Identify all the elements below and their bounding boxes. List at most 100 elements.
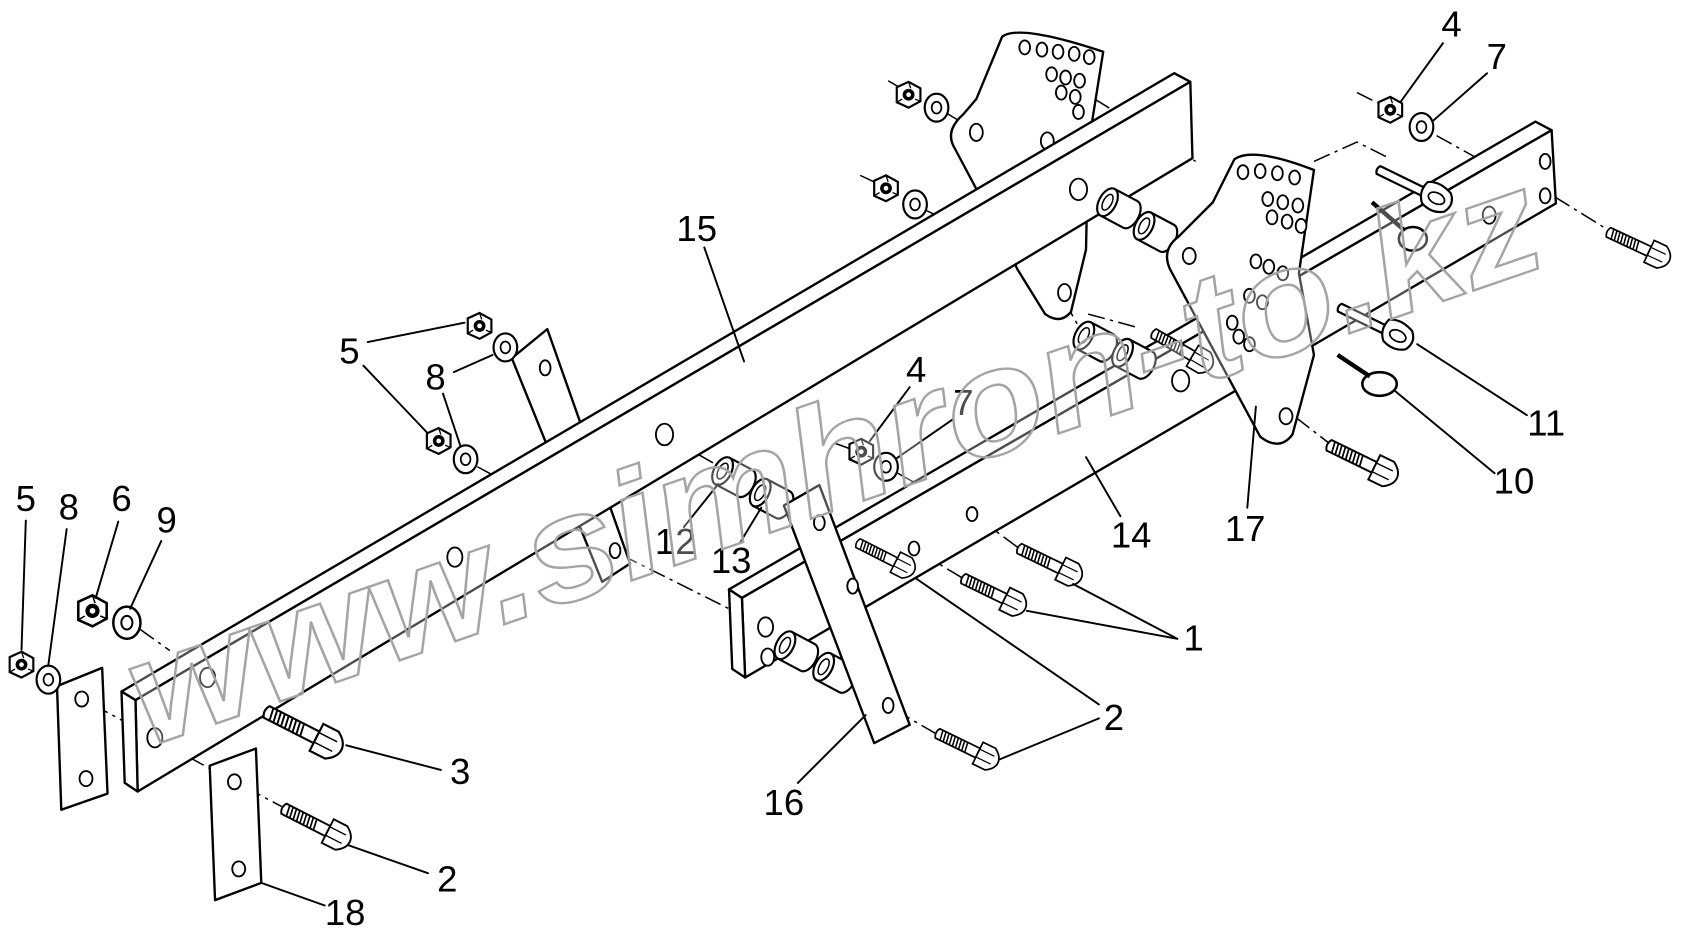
bolt <box>256 696 350 765</box>
callout-3: 3 <box>450 751 470 792</box>
hole <box>1538 187 1552 205</box>
hole <box>1280 213 1294 230</box>
nut <box>76 594 108 628</box>
bolt <box>1011 535 1088 591</box>
leader-lines <box>20 42 1528 907</box>
leader-line-1 <box>1025 583 1179 640</box>
beam-top-face <box>120 72 1192 702</box>
hole <box>1054 84 1068 101</box>
hole <box>1171 369 1191 393</box>
hole <box>1538 152 1552 170</box>
hole <box>538 359 552 377</box>
leader-line-16 <box>796 714 867 784</box>
nut <box>425 426 452 455</box>
hole <box>1243 287 1256 304</box>
hole <box>1068 88 1082 105</box>
leader-line-9 <box>129 539 163 610</box>
hole <box>1236 164 1250 181</box>
axis-line <box>1313 141 1388 163</box>
axis-line <box>1295 416 1330 444</box>
leader-line-2-mid <box>915 577 1100 761</box>
leader-line-3 <box>345 744 442 771</box>
callout-16: 16 <box>764 782 805 823</box>
callout-9: 9 <box>157 499 177 540</box>
nut <box>466 311 493 340</box>
hole <box>1051 43 1065 60</box>
hole <box>968 122 984 142</box>
hole <box>446 546 464 568</box>
hole <box>1291 197 1305 214</box>
nut <box>873 174 899 203</box>
hole <box>1278 407 1294 426</box>
callout-17: 17 <box>1225 508 1266 549</box>
hole <box>1253 163 1267 179</box>
hole <box>965 506 979 522</box>
bolt <box>1601 219 1676 273</box>
leader-line-6 <box>94 520 120 599</box>
washer <box>112 605 142 640</box>
bolt <box>1320 431 1404 492</box>
hole <box>1243 336 1256 353</box>
nut <box>8 650 35 679</box>
washer <box>492 332 519 363</box>
leader-line-13 <box>738 506 763 545</box>
callout-6: 6 <box>111 478 131 519</box>
leader-line-4-mid <box>868 386 911 442</box>
hole <box>146 727 164 749</box>
nut <box>848 437 875 466</box>
callout-4-top: 4 <box>1441 4 1461 45</box>
axis-line <box>1087 313 1140 329</box>
callout-8-mid: 8 <box>425 356 445 397</box>
hole <box>1256 294 1269 311</box>
lynch-pin-ring <box>1336 353 1399 398</box>
bolt <box>275 795 357 855</box>
leader-line-10 <box>1394 390 1496 475</box>
callout-8-left: 8 <box>59 486 79 527</box>
hole <box>199 666 216 689</box>
callout-labels: 4 7 15 5 8 4 7 11 10 12 13 14 17 5 8 6 9… <box>16 4 1566 933</box>
leader-line-5-mid <box>362 321 466 434</box>
leader-line-4-top <box>1400 42 1444 103</box>
callout-1: 1 <box>1183 618 1203 659</box>
axis-line <box>1554 196 1609 231</box>
axis-line <box>1356 91 1379 105</box>
hole <box>608 542 622 560</box>
callout-7-mid: 7 <box>953 382 973 423</box>
leader-line-8-mid <box>442 353 494 447</box>
hole <box>760 647 776 667</box>
leader-line-12 <box>682 483 720 528</box>
hole <box>846 577 859 595</box>
hole <box>1271 165 1284 182</box>
callout-2-mid: 2 <box>1104 697 1124 738</box>
hole <box>1232 328 1245 345</box>
leader-line-14 <box>1085 456 1122 518</box>
hole <box>1082 49 1096 66</box>
hole <box>1057 283 1072 303</box>
washer <box>1408 111 1435 143</box>
axis-line <box>834 442 850 450</box>
end-plate-left <box>55 666 109 811</box>
callout-11: 11 <box>1527 403 1565 444</box>
link-plate <box>782 483 911 745</box>
hole <box>1068 177 1088 202</box>
washer <box>902 189 928 220</box>
leader-line-7-mid <box>895 418 954 460</box>
washer <box>873 451 899 482</box>
leader-line-18 <box>260 881 326 907</box>
axis-line <box>621 554 730 610</box>
beam-end-face <box>727 588 747 679</box>
right-mounting-plate <box>1165 153 1316 445</box>
hole <box>881 697 895 714</box>
hole <box>1265 209 1279 226</box>
callout-7-top: 7 <box>1487 36 1507 77</box>
callout-10: 10 <box>1494 461 1535 502</box>
hole <box>1261 191 1275 207</box>
washer <box>35 664 62 695</box>
leader-line-7-top <box>1432 72 1489 122</box>
bolt <box>929 720 1005 775</box>
hole <box>1294 218 1308 234</box>
washer <box>452 444 479 475</box>
callout-5-left: 5 <box>16 478 36 519</box>
hole <box>813 514 826 532</box>
lynch-pin-ring <box>1370 200 1429 252</box>
